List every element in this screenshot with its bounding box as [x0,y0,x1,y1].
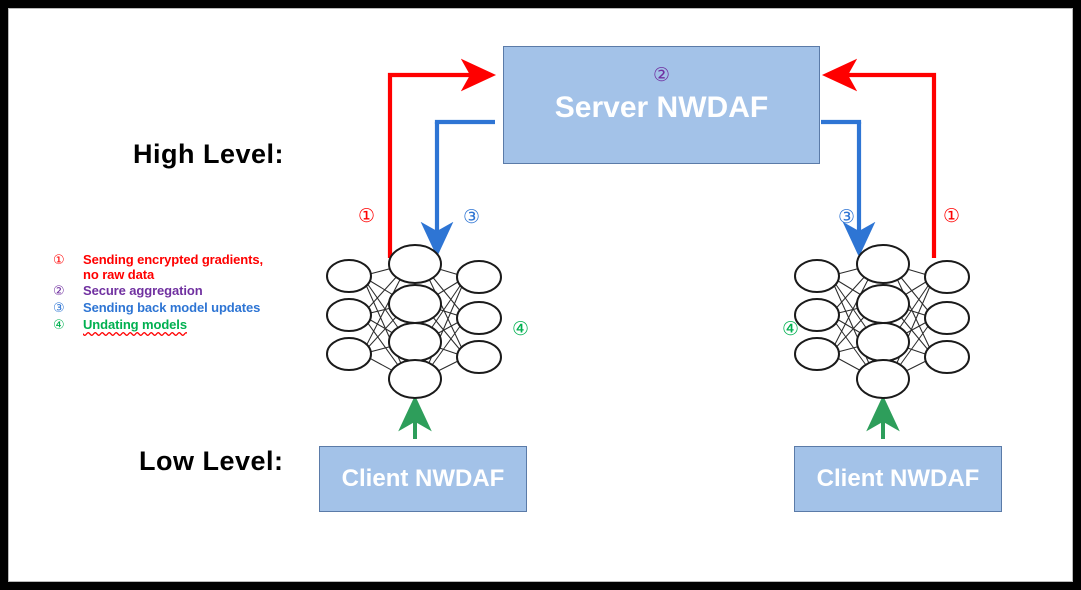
arrow-upload-right [821,58,937,258]
legend-label-4: Undating models [83,317,187,332]
step-marker-1-right-icon: ① [943,205,961,227]
neural-network-right [794,244,970,399]
legend-label-1: Sending encrypted gradients, no raw data [83,252,263,282]
diagram-canvas: High Level: Low Level: Server NWDAF ② Cl… [8,8,1073,582]
diagram-vector-layer [326,58,970,439]
legend-label-2: Secure aggregation [83,283,203,298]
legend-marker-4-icon: ④ [53,318,65,333]
legend-marker-2-icon: ② [53,284,65,299]
neural-network-left [326,244,502,399]
legend-item: ④ Undating models [53,317,321,333]
legend-label-1-line2: no raw data [83,267,155,282]
legend: ① Sending encrypted gradients, no raw da… [53,252,321,334]
arrow-upload-left [387,58,497,258]
client-nwdaf-label-left: Client NWDAF [341,465,505,492]
client-nwdaf-box-right[interactable]: Client NWDAF [794,446,1002,512]
legend-marker-1-icon: ① [53,253,65,268]
legend-label-3: Sending back model updates [83,300,261,315]
arrow-download-right [821,119,876,258]
client-nwdaf-box-left[interactable]: Client NWDAF [319,446,527,512]
arrow-download-left [420,119,495,258]
low-level-label: Low Level: [139,446,284,476]
legend-item: ③ Sending back model updates [53,300,321,316]
client-nwdaf-label-right: Client NWDAF [816,465,980,492]
server-nwdaf-label: Server NWDAF [554,91,769,124]
step-marker-4-left-icon: ④ [512,318,530,340]
step-marker-3-right-icon: ③ [838,206,856,228]
legend-item: ② Secure aggregation [53,283,321,299]
server-nwdaf-box[interactable]: Server NWDAF [503,46,820,164]
legend-item: ① Sending encrypted gradients, no raw da… [53,252,321,282]
step-marker-4-right-icon: ④ [782,318,800,340]
step-marker-1-left-icon: ① [358,205,376,227]
legend-marker-3-icon: ③ [53,301,65,316]
high-level-label: High Level: [133,139,285,169]
step-badge-2-icon: ② [653,64,671,86]
step-marker-3-left-icon: ③ [463,206,481,228]
legend-label-1-line1: Sending encrypted gradients, [83,252,263,267]
